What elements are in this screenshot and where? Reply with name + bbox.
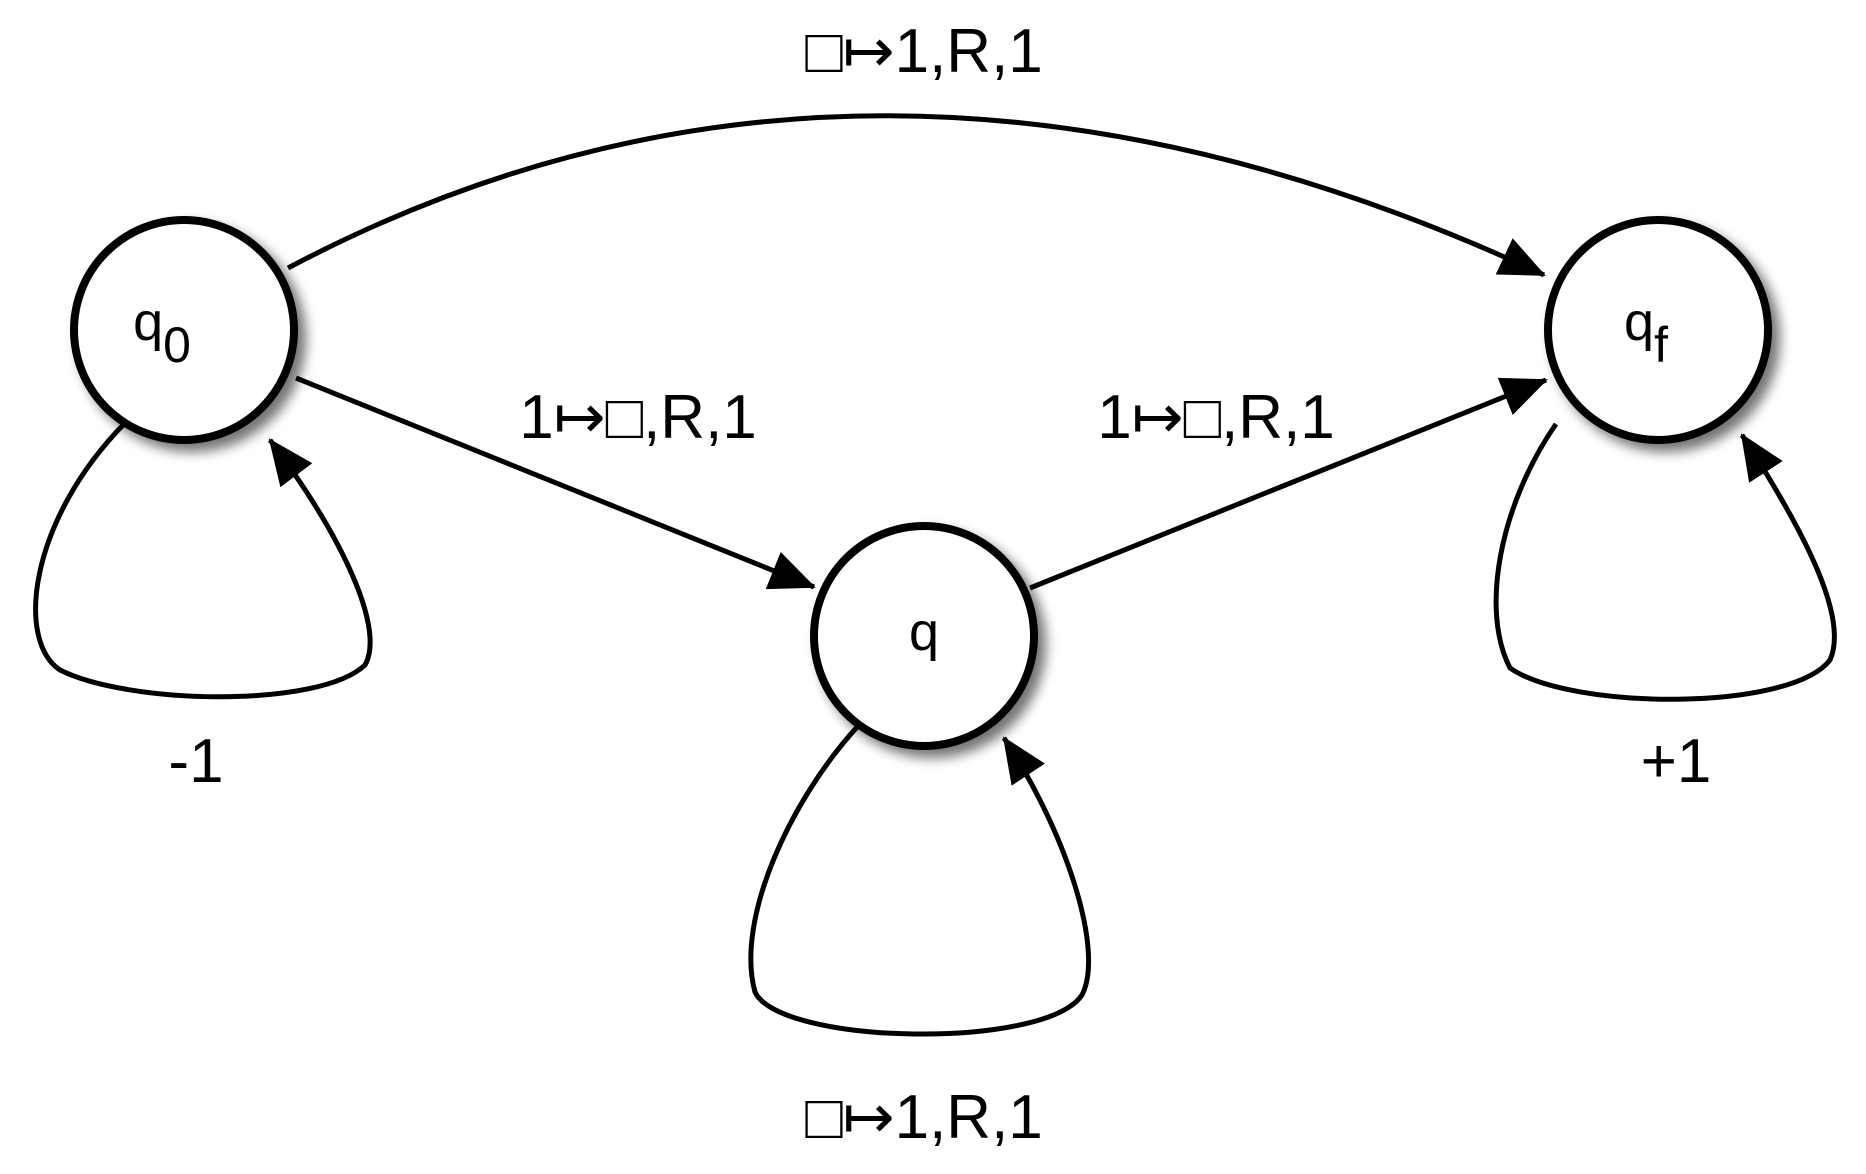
edge-labels: □↦1,R,1 1↦□,R,1 1↦□,R,1 -1 □↦1,R,1 +1	[168, 17, 1711, 1152]
state-label: qf	[1624, 292, 1668, 373]
label-q0-qf: □↦1,R,1	[805, 17, 1043, 86]
state-circle	[70, 216, 298, 444]
label-q0-loop: -1	[168, 727, 223, 796]
state-label: q	[909, 602, 939, 662]
edge-qf-loop	[1493, 422, 1837, 702]
state-q: q	[810, 522, 1038, 750]
edge-q-qf	[1029, 377, 1548, 591]
label-q0-q: 1↦□,R,1	[519, 383, 757, 452]
edges	[33, 113, 1837, 1037]
state-base: q	[909, 602, 939, 662]
edge-q0-loop	[33, 422, 373, 700]
label-qf-loop: +1	[1641, 727, 1712, 796]
state-circle	[1544, 216, 1772, 444]
edge-q0-q	[295, 375, 816, 590]
state-q0: q0	[70, 216, 298, 444]
label-q-loop: □↦1,R,1	[805, 1083, 1043, 1152]
state-subscript: 0	[163, 317, 191, 373]
state-subscript: f	[1654, 317, 1668, 373]
edge-q-loop	[748, 724, 1092, 1037]
state-base: q	[133, 292, 163, 352]
state-circle	[810, 522, 1038, 750]
edge-q0-qf	[286, 113, 1546, 278]
state-qf: qf	[1544, 216, 1772, 444]
state-base: q	[1624, 292, 1654, 352]
state-label: q0	[133, 292, 191, 373]
label-q-qf: 1↦□,R,1	[1097, 383, 1335, 452]
